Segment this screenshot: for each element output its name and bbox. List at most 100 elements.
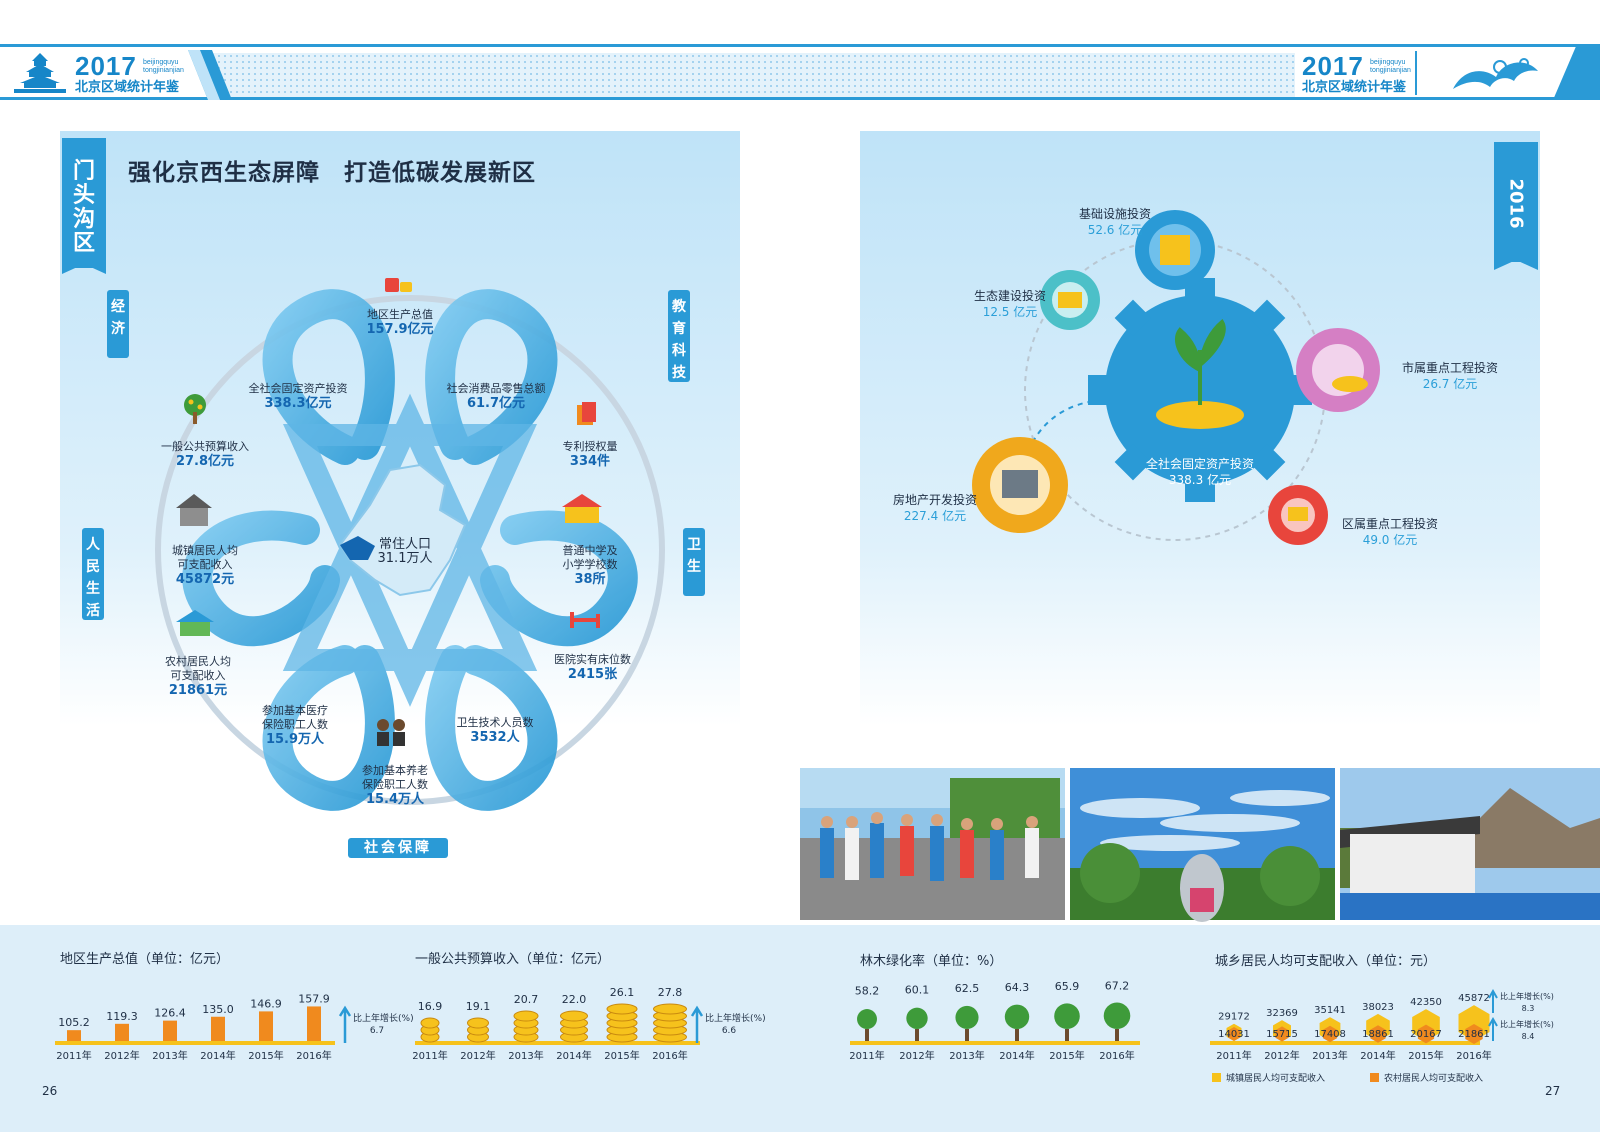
gdp-growth-value: 6.7 [370,1026,384,1036]
label-infra: 基础设施投资 52.6 亿元 [1060,206,1170,238]
income-rural-hex [1227,1027,1241,1041]
forest-tree-crown [1004,1004,1030,1029]
header-logo-right: 2017 beijingquyu tongjinianjian 北京区域统计年鉴 [1302,51,1411,95]
income-urban-value-label: 38023 [1362,1002,1394,1013]
income-rural-growth-label: 比上年增长(%) [1500,1019,1554,1029]
chart-baseline [415,1041,700,1045]
gdp-year-label: 2013年 [152,1049,187,1062]
legend-rural-swatch [1370,1073,1379,1082]
label-eco-text: 生态建设投资 [973,289,1046,303]
legend-rural-label: 农村居民人均可支配收入 [1384,1072,1483,1084]
stat-medical-ins-value: 15.9万人 [265,732,325,747]
header-sub-right: beijingquyu tongjinianjian [1370,59,1411,75]
label-infra-value: 52.6 亿元 [1087,223,1143,237]
forest-tree-trunk [915,1029,919,1041]
hospital-bed-icon [570,612,600,628]
income-rural-value-label: 15715 [1266,1029,1298,1040]
stat-urban-income: 城镇居民人均 可支配收入 45872元 [155,544,255,588]
forest-tree-crown [1103,1002,1131,1029]
page-number-left: 26 [42,1084,58,1098]
budget-year-label: 2013年 [508,1049,543,1062]
budget-coin [513,1010,539,1022]
temple-of-heaven-icon [14,53,66,93]
income-urban-value-label: 32369 [1266,1008,1298,1019]
header-book-title-right: 北京区域统计年鉴 [1302,79,1407,94]
label-eco-value: 12.5 亿元 [982,305,1038,319]
budget-year-label: 2012年 [460,1049,495,1062]
livelihood-infographic [155,278,665,811]
stat-pension-ins-value: 15.4万人 [365,792,425,807]
budget-value-label: 19.1 [466,1000,491,1013]
forest-value-label: 64.3 [1005,981,1030,994]
coins-pile-icon [1156,401,1244,429]
chart-income: 29172140312011年32369157152012年3514117408… [1210,988,1554,1084]
budget-value-label: 20.7 [514,993,539,1006]
gdp-year-label: 2014年 [200,1049,235,1062]
income-rural-growth-value: 8.4 [1522,1032,1535,1041]
header-sub-right-line1: beijingquyu [1370,59,1406,66]
category-life: 人民生活 [82,528,104,620]
forest-value-label: 62.5 [955,982,980,995]
chart-income-title: 城乡居民人均可支配收入（单位：元） [1215,954,1437,969]
stat-urban-income-value: 45872元 [175,572,235,587]
beijing-map-shape [338,463,467,597]
stat-gdp: 地区生产总值 157.9亿元 [340,308,460,338]
chart-baseline [850,1041,1140,1045]
gdp-bar [115,1023,129,1041]
header-right-wedge [1553,44,1600,100]
stat-schools-label1: 普通中学及 [562,544,618,557]
forest-year-label: 2012年 [899,1049,934,1062]
forest-value-label: 67.2 [1105,979,1130,992]
stat-health-staff-value: 3532人 [470,730,520,745]
category-health: 卫生 [683,528,705,596]
income-urban-growth-arrow [1488,988,1498,1013]
category-education: 教育科技 [668,290,690,382]
stat-schools: 普通中学及 小学学校数 38所 [545,544,635,588]
header-book-title: 北京区域统计年鉴 [75,79,180,94]
chart-gdp: 105.22011年119.32012年126.42013年135.02014年… [55,992,414,1062]
year-ribbon-tail [1494,256,1538,270]
income-urban-growth-value: 8.3 [1522,1004,1535,1013]
stat-retail-value: 61.7亿元 [466,396,526,411]
stat-health-staff-label: 卫生技术人员数 [456,716,534,729]
year-ribbon-text: 2016 [1505,178,1527,229]
header-left-chevron [188,50,232,100]
center-gear [1088,278,1312,502]
photo-sky-sculpture [1070,768,1335,922]
forest-tree-crown [955,1005,979,1029]
chart-baseline [55,1041,335,1045]
label-center-invest-value: 338.3 亿元 [1168,473,1232,487]
label-infra-text: 基础设施投资 [1078,207,1151,221]
header-sub: beijingquyu tongjinianjian [143,59,184,75]
category-economy: 经济 [107,290,129,358]
forest-tree-trunk [1065,1029,1069,1041]
year-ribbon: 2016 [1494,142,1538,262]
label-real-estate: 房地产开发投资 227.4 亿元 [880,492,990,524]
stat-rural-income-label2: 可支配收入 [170,669,226,682]
budget-coin [420,1017,440,1029]
income-year-label: 2015年 [1408,1049,1443,1062]
label-district-key-value: 49.0 亿元 [1362,533,1418,547]
stat-pension-ins-label2: 保险职工人数 [362,778,428,791]
budget-growth-arrow [690,1005,704,1043]
forest-year-label: 2016年 [1099,1049,1134,1062]
gdp-value-label: 146.9 [250,997,282,1010]
stat-urban-income-label2: 可支配收入 [177,558,233,571]
forest-tree-crown [1054,1003,1080,1029]
photo-village-gate [1340,768,1600,920]
income-urban-growth-label: 比上年增长(%) [1500,991,1554,1001]
stat-rural-income-label1: 农村居民人均 [165,655,231,668]
sprout-icon [1174,318,1226,405]
loop-top-right [425,289,558,465]
district-ribbon: 门头沟区 [62,138,106,268]
house-icon-rural [176,610,214,636]
income-rural-value-label: 17408 [1314,1029,1346,1040]
forest-value-label: 58.2 [855,985,880,998]
chart-baseline [1210,1041,1480,1045]
stat-schools-value: 38所 [574,572,606,587]
header-year-right: 2017 [1302,51,1364,81]
income-urban-value-label: 29172 [1218,1012,1250,1023]
auspicious-cloud-icon [1453,58,1538,89]
forest-year-label: 2015年 [1049,1049,1084,1062]
budget-year-label: 2016年 [652,1049,687,1062]
